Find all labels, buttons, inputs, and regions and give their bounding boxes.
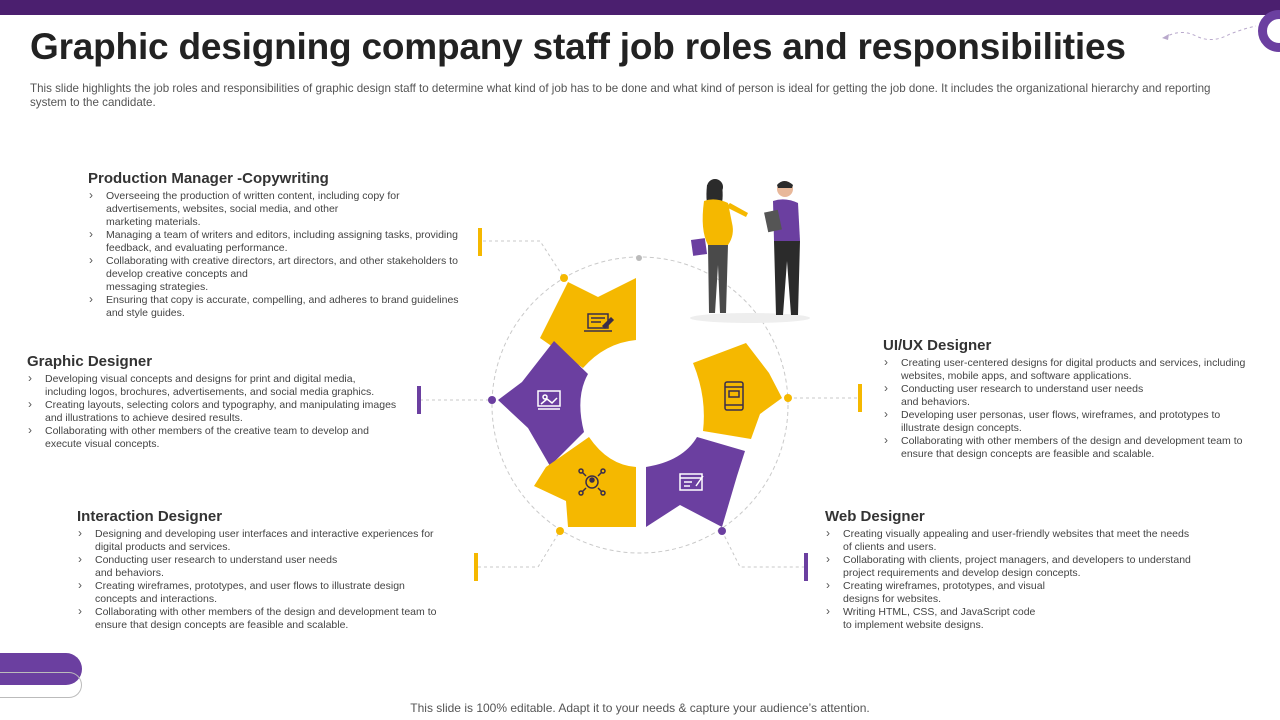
corner-ring-decoration	[1258, 10, 1280, 52]
list-item: Ensuring that copy is accurate, compelli…	[88, 293, 480, 320]
role-web-designer: Web Designer Creating visually appealing…	[825, 508, 1215, 632]
segment-graphic	[498, 341, 588, 466]
connector-web	[721, 530, 805, 568]
role-uiux-designer: UI/UX Designer Creating user-centered de…	[883, 337, 1268, 461]
mobile-app-icon	[724, 381, 744, 411]
marker-bar-uiux	[858, 384, 862, 412]
role-production-manager: Production Manager -Copywriting Overseei…	[88, 170, 480, 320]
dot-interaction	[556, 527, 564, 535]
dashed-ring	[491, 256, 789, 554]
list-item: Developing user personas, user flows, wi…	[883, 408, 1268, 435]
list-item: Writing HTML, CSS, and JavaScript code t…	[825, 605, 1215, 632]
list-item: Designing and developing user interfaces…	[77, 527, 457, 554]
user-network-icon	[578, 468, 606, 496]
top-accent-bar	[0, 0, 1280, 15]
list-item: Collaborating with other members of the …	[27, 424, 407, 451]
responsibility-list: Overseeing the production of written con…	[88, 189, 480, 320]
role-graphic-designer: Graphic Designer Developing visual conce…	[27, 353, 407, 451]
list-item: Collaborating with clients, project mana…	[825, 553, 1215, 580]
dot-uiux	[784, 394, 792, 402]
two-people-discussion-illustration	[690, 179, 810, 323]
list-item: Creating wireframes, prototypes, and use…	[77, 579, 457, 606]
list-item: Creating layouts, selecting colors and t…	[27, 398, 407, 425]
corner-tab-outline	[0, 672, 82, 698]
page-title: Graphic designing company staff job role…	[30, 26, 1126, 67]
segment-web	[646, 437, 745, 527]
responsibility-list: Designing and developing user interfaces…	[77, 527, 457, 632]
list-item: Collaborating with creative directors, a…	[88, 254, 480, 294]
connector-interaction	[478, 530, 561, 568]
list-item: Conducting user research to understand u…	[883, 382, 1268, 409]
marker-bar-production	[478, 228, 482, 256]
design-screen-icon	[537, 390, 561, 410]
list-item: Developing visual concepts and designs f…	[27, 372, 407, 399]
marker-bar-graphic	[417, 386, 421, 414]
dot-web	[718, 527, 726, 535]
segment-interaction	[534, 437, 636, 527]
responsibility-list: Creating user-centered designs for digit…	[883, 356, 1268, 461]
list-item: Creating user-centered designs for digit…	[883, 356, 1268, 383]
connector-production	[483, 240, 565, 279]
list-item: Overseeing the production of written con…	[88, 189, 480, 229]
list-item: Managing a team of writers and editors, …	[88, 228, 480, 255]
role-title: Web Designer	[825, 508, 925, 525]
page-subtitle: This slide highlights the job roles and …	[30, 82, 1211, 109]
dot-top	[636, 255, 642, 261]
list-item: Collaborating with other members of the …	[883, 434, 1268, 461]
role-title: Graphic Designer	[27, 353, 153, 370]
web-design-icon	[679, 473, 704, 491]
role-title: Production Manager -Copywriting	[88, 170, 329, 187]
responsibility-list: Creating visually appealing and user-fri…	[825, 527, 1215, 632]
role-title: Interaction Designer	[77, 508, 223, 525]
list-item: Conducting user research to understand u…	[77, 553, 457, 580]
marker-bar-interaction	[474, 553, 478, 581]
copywriting-icon	[584, 313, 615, 332]
footer-note: This slide is 100% editable. Adapt it to…	[410, 701, 870, 715]
responsibility-list: Developing visual concepts and designs f…	[27, 372, 407, 451]
role-interaction-designer: Interaction Designer Designing and devel…	[77, 508, 457, 632]
dot-production	[560, 274, 568, 282]
list-item: Creating visually appealing and user-fri…	[825, 527, 1215, 554]
role-title: UI/UX Designer	[883, 337, 992, 354]
dot-graphic	[488, 396, 496, 404]
list-item: Collaborating with other members of the …	[77, 605, 457, 632]
marker-bar-web	[804, 553, 808, 581]
list-item: Creating wireframes, prototypes, and vis…	[825, 579, 1215, 606]
swirl-decoration	[1162, 25, 1257, 40]
